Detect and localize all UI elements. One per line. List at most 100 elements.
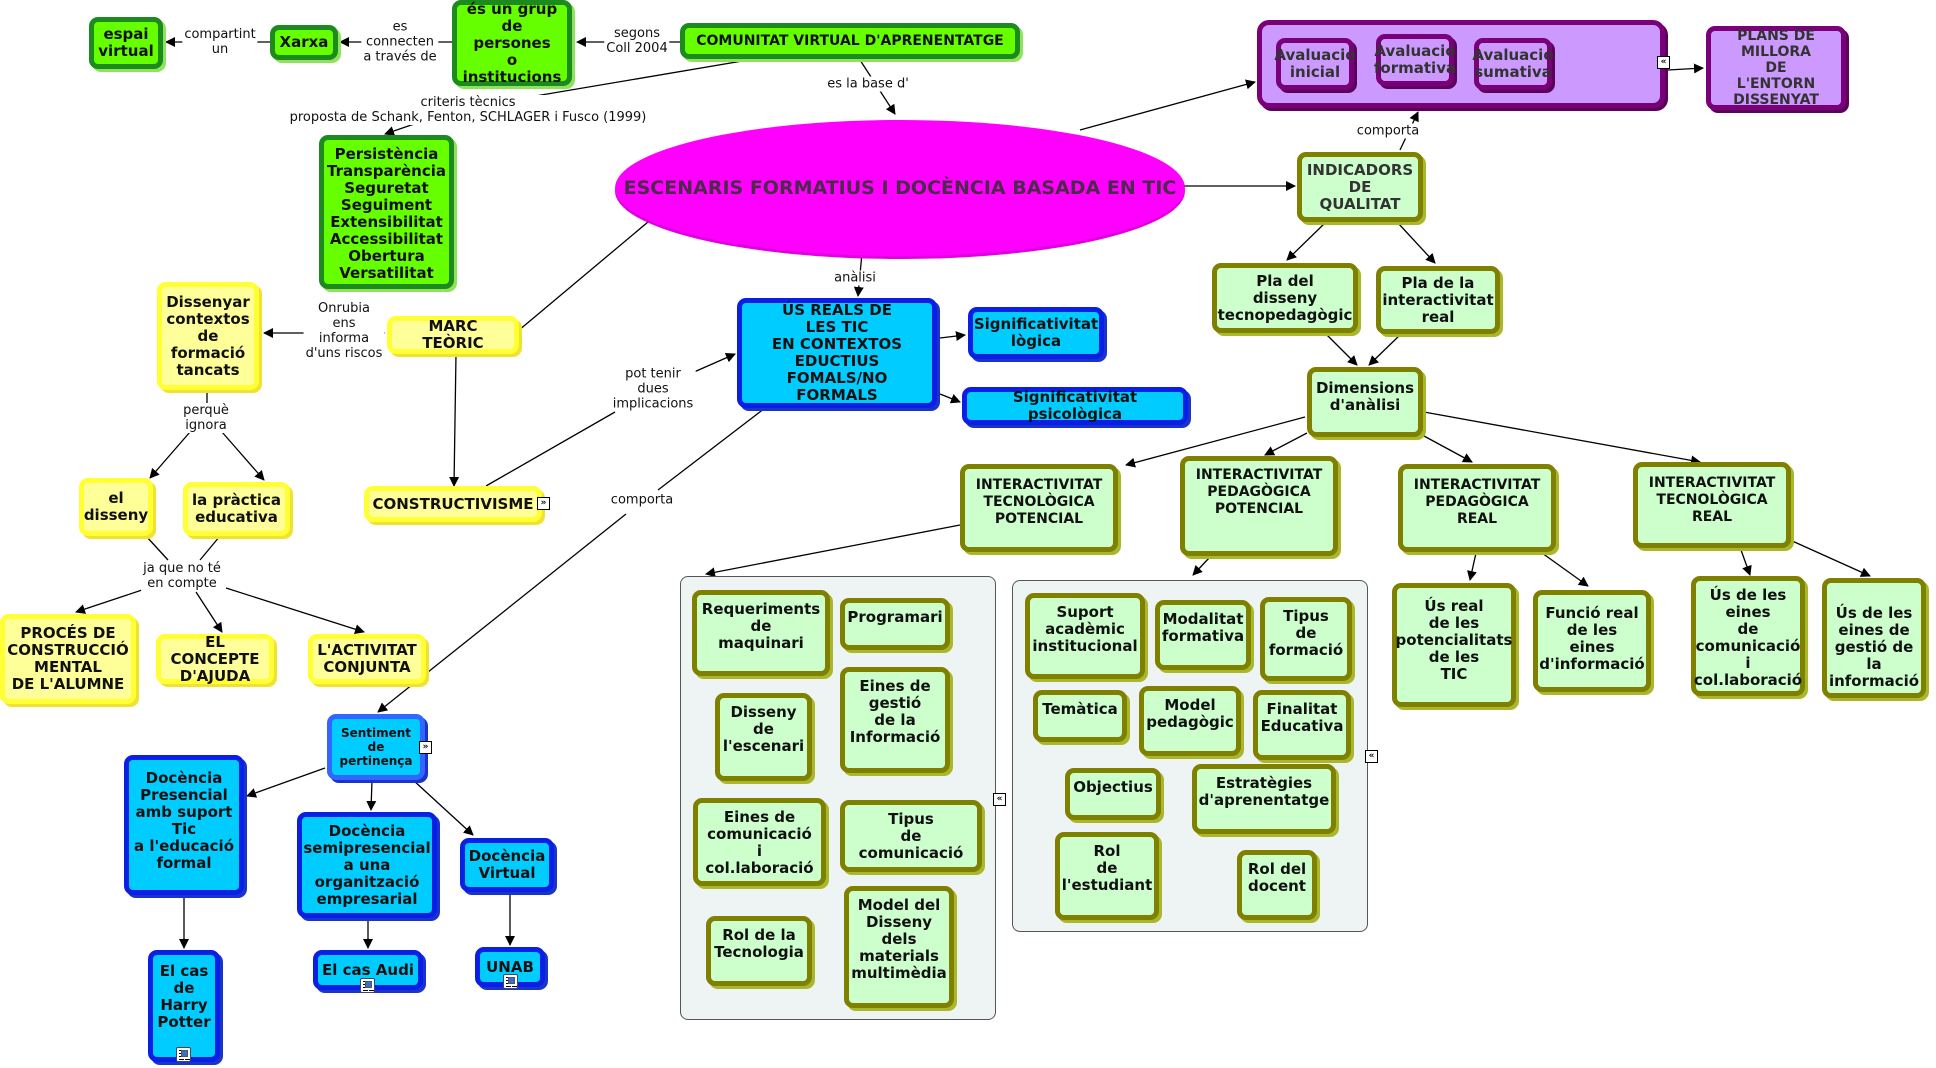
edge bbox=[1467, 552, 1477, 581]
edge bbox=[1368, 334, 1401, 366]
link-label-connecten: es connecten a través de bbox=[361, 19, 439, 65]
node-us-real-potencialitats[interactable]: Ús real de les potencialitats de les TIC bbox=[1392, 583, 1516, 707]
node-harry-potter[interactable]: El cas de Harry Potter bbox=[148, 950, 220, 1062]
group-item[interactable]: Programari bbox=[840, 598, 950, 650]
edge bbox=[246, 767, 326, 798]
node-dissenyar-contextos[interactable]: Dissenyar contextos de formació tancats bbox=[157, 282, 259, 390]
central-topic[interactable]: ESCENARIS FORMATIUS I DOCÈNCIA BASADA EN… bbox=[615, 120, 1185, 256]
edge bbox=[939, 393, 961, 404]
node-significativitat-logica[interactable]: Significativitat lògica bbox=[968, 307, 1104, 359]
edge bbox=[1789, 539, 1871, 577]
edge bbox=[221, 431, 265, 481]
node-grup-persones[interactable]: és un grup de persones o institucions bbox=[452, 0, 572, 86]
collapse-icon[interactable]: « bbox=[1657, 56, 1670, 69]
edge bbox=[1423, 435, 1473, 463]
node-us-eines-gestio[interactable]: Ús de les eines de gestió de la informac… bbox=[1822, 578, 1926, 698]
edge bbox=[1286, 222, 1326, 261]
group-item[interactable]: Model del Disseny dels materials multimè… bbox=[844, 886, 954, 1008]
node-funcio-real-eines[interactable]: Funció real de les eines d'informació bbox=[1533, 590, 1651, 692]
group-item[interactable]: Modalitat formativa bbox=[1155, 600, 1251, 670]
node-us-eines-comunicacio[interactable]: Ús de les eines de comunicació i col.lab… bbox=[1691, 576, 1805, 696]
node-docencia-virtual[interactable]: Docència Virtual bbox=[460, 838, 554, 892]
node-avaluacio-formativa[interactable]: Avaluació formativa bbox=[1374, 34, 1456, 86]
group-item[interactable]: Model pedagògic bbox=[1139, 686, 1241, 756]
edge bbox=[1079, 79, 1256, 131]
group-item[interactable]: Estratègies d'aprenentatge bbox=[1192, 764, 1336, 834]
node-sentiment-pertinenca[interactable]: Sentiment de pertinença bbox=[327, 714, 425, 780]
group-item[interactable]: Rol de la Tecnologia bbox=[706, 916, 812, 986]
edge bbox=[1423, 411, 1701, 466]
edge bbox=[75, 589, 143, 614]
link-label-segons: segons Coll 2004 bbox=[604, 26, 670, 56]
group-item[interactable]: Rol del docent bbox=[1237, 850, 1317, 920]
edge bbox=[1192, 556, 1211, 576]
node-significativitat-psicologica[interactable]: Significativitat psicològica bbox=[962, 387, 1188, 425]
edge bbox=[1667, 63, 1704, 74]
edge bbox=[1740, 549, 1752, 576]
group-item[interactable]: Eines de gestió de la Informació bbox=[840, 667, 950, 773]
node-docencia-semipresencial[interactable]: Docència semipresencial a una organitzac… bbox=[297, 812, 437, 918]
expand-icon[interactable]: » bbox=[537, 497, 550, 510]
edge bbox=[1541, 552, 1589, 587]
node-interactivitat-pedagogica-real[interactable]: INTERACTIVITAT PEDAGÒGICA REAL bbox=[1398, 464, 1556, 552]
node-comunitat-virtual[interactable]: COMUNITAT VIRTUAL D'APRENENTATGE bbox=[680, 23, 1020, 59]
link-label-comporta-aval: comporta bbox=[1354, 123, 1422, 139]
group-item[interactable]: Tipus de comunicació bbox=[840, 800, 982, 872]
node-criteris-tecnics[interactable]: Persistència Transparència Seguretat Seg… bbox=[319, 135, 454, 289]
node-interactivitat-tecnologica-real[interactable]: INTERACTIVITAT TECNOLÒGICA REAL bbox=[1633, 462, 1791, 548]
edge bbox=[657, 407, 766, 491]
edge bbox=[149, 431, 191, 479]
group-item[interactable]: Requeriments de maquinari bbox=[692, 590, 830, 676]
node-interactivitat-tecnologica-potencial[interactable]: INTERACTIVITAT TECNOLÒGICA POTENCIAL bbox=[960, 464, 1118, 552]
node-plans-millora[interactable]: PLANS DE MILLORA DE L'ENTORN DISSENYAT bbox=[1706, 26, 1846, 110]
group-item[interactable]: Temàtica bbox=[1033, 690, 1127, 742]
edge bbox=[366, 779, 377, 811]
edge bbox=[225, 587, 365, 635]
edge bbox=[485, 411, 616, 487]
node-marc-teoric[interactable]: MARC TEÒRIC bbox=[387, 316, 519, 354]
link-label-analisi: anàlisi bbox=[832, 270, 878, 286]
group-item[interactable]: Objectius bbox=[1065, 768, 1161, 820]
link-label-perque: perquè ignora bbox=[181, 403, 231, 433]
node-dimensions-analisi[interactable]: Dimensions d'anàlisi bbox=[1307, 367, 1423, 437]
node-usos-reals[interactable]: ÚS REALS DE LES TIC EN CONTEXTOS EDUCTIU… bbox=[737, 298, 937, 408]
link-label-comporta-usos: comporta bbox=[608, 492, 676, 508]
node-pla-interactivitat[interactable]: Pla de la interactivitat real bbox=[1376, 266, 1500, 334]
node-avaluacio-sumativa[interactable]: Avaluació sumativa bbox=[1472, 38, 1554, 90]
expand-icon[interactable]: » bbox=[419, 741, 432, 754]
node-espai-virtual[interactable]: espai virtual bbox=[89, 17, 163, 69]
edge bbox=[145, 535, 169, 561]
group-item[interactable]: Eines de comunicació i col.laboració bbox=[693, 798, 826, 886]
link-label-criteris: criteris tècnics proposta de Schank, Fen… bbox=[287, 95, 649, 125]
node-proces-construccio[interactable]: PROCÉS DE CONSTRUCCIÓ MENTAL DE L'ALUMNE bbox=[0, 614, 136, 704]
node-pla-disseny[interactable]: Pla del disseny tecnopedagògic bbox=[1212, 263, 1358, 333]
node-concepte-ajuda[interactable]: EL CONCEPTE D'AJUDA bbox=[156, 633, 274, 684]
node-docencia-presencial[interactable]: Docència Presencial amb suport Tic a l'e… bbox=[124, 755, 244, 895]
node-indicadors-qualitat[interactable]: INDICADORS DE QUALITAT bbox=[1297, 152, 1423, 222]
node-constructivisme[interactable]: CONSTRUCTIVISME bbox=[364, 486, 542, 522]
node-xarxa[interactable]: Xarxa bbox=[270, 25, 338, 60]
group-item[interactable]: Finalitat Educativa bbox=[1253, 690, 1351, 760]
collapse-icon[interactable]: « bbox=[993, 793, 1006, 806]
node-el-disseny[interactable]: el disseny bbox=[79, 478, 153, 536]
resource-icon[interactable] bbox=[503, 974, 518, 989]
group-item[interactable]: Disseny de l'escenari bbox=[715, 693, 812, 781]
link-label-onrubia: Onrubia ens informa d'uns riscos bbox=[303, 301, 385, 361]
resource-icon[interactable] bbox=[176, 1047, 191, 1062]
node-avaluacio-inicial[interactable]: Avaluació inicial bbox=[1274, 38, 1356, 90]
edge bbox=[195, 591, 223, 633]
edge bbox=[693, 353, 736, 373]
node-interactivitat-pedagogica-potencial[interactable]: INTERACTIVITAT PEDAGÒGICA POTENCIAL bbox=[1180, 456, 1338, 556]
group-item[interactable]: Tipus de formació bbox=[1260, 597, 1352, 681]
link-label-compartint: compartint un bbox=[182, 27, 258, 57]
group-item[interactable]: Rol de l'estudiant bbox=[1055, 832, 1159, 920]
edge bbox=[1264, 432, 1308, 456]
collapse-icon[interactable]: « bbox=[1365, 750, 1378, 763]
link-label-ja-que: ja que no té en compte bbox=[141, 561, 223, 591]
node-practica-educativa[interactable]: la pràctica educativa bbox=[183, 482, 290, 536]
group-item[interactable]: Suport acadèmic institucional bbox=[1025, 593, 1145, 679]
link-label-pot-tenir: pot tenir dues implicacions bbox=[610, 366, 696, 412]
edge bbox=[1326, 334, 1358, 366]
resource-icon[interactable] bbox=[360, 978, 375, 993]
node-activitat-conjunta[interactable]: L'ACTIVITAT CONJUNTA bbox=[308, 634, 426, 684]
